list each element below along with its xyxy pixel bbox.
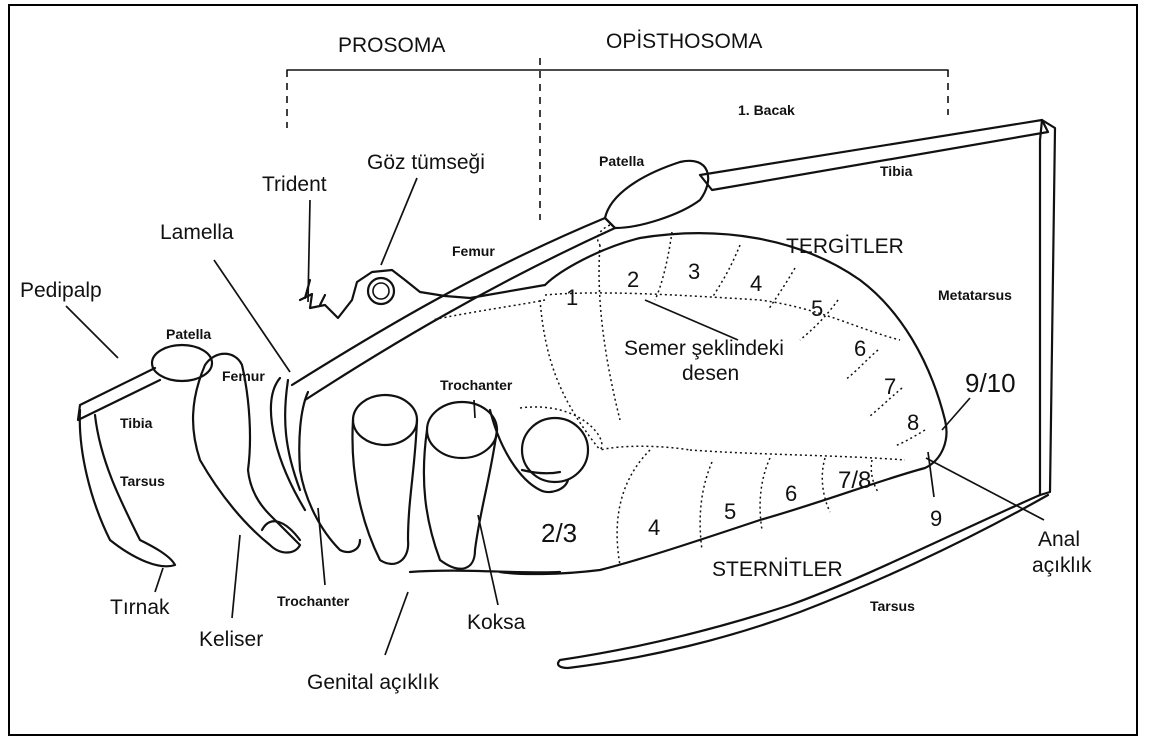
sternite-number: 7/8 — [838, 467, 871, 494]
sternite-baseline — [410, 571, 560, 573]
tergite-number: 6 — [854, 336, 866, 361]
pedipalp-label: Pedipalp — [20, 279, 102, 302]
sternites-title: STERNİTLER — [712, 558, 843, 581]
eye-tubercle — [368, 278, 394, 304]
tergite-number: 8 — [907, 410, 919, 435]
genital-opening-label: Genital açıklık — [307, 671, 439, 694]
leg-tarsus-label: Tarsus — [870, 598, 915, 614]
sternite-number: 2/3 — [541, 518, 577, 548]
leg-metatarsus-label: Metatarsus — [938, 287, 1012, 303]
sternite-number: 9 — [930, 506, 942, 531]
tergite-number: 1 — [566, 285, 578, 310]
sternite-number: 4 — [648, 515, 660, 540]
sternite-number: 6 — [785, 481, 797, 506]
saddle-pattern-label-1: Semer şeklindeki — [624, 337, 784, 360]
sternite-number: 5 — [724, 499, 736, 524]
anal-opening-label-2: açıklık — [1032, 554, 1092, 577]
pedipalp-trochanter-label: Trochanter — [277, 593, 350, 609]
keliser-label: Keliser — [199, 628, 263, 651]
pedipalp-tibia-label: Tibia — [120, 415, 153, 431]
tergite-number: 3 — [688, 259, 700, 284]
prosoma-outline — [300, 270, 545, 318]
first-leg-label: 1. Bacak — [738, 102, 795, 118]
pedipalp-patella-label: Patella — [166, 326, 211, 342]
lamella-label: Lamella — [160, 221, 234, 244]
trochanter-label: Trochanter — [440, 377, 513, 393]
tergite-number: 4 — [750, 271, 762, 296]
leg-femur-label: Femur — [452, 243, 495, 259]
pedipalp-tarsus-label: Tarsus — [120, 473, 165, 489]
trident-label: Trident — [262, 173, 327, 196]
leg-patella-label: Patella — [599, 153, 644, 169]
tergite-number: 9/10 — [965, 368, 1016, 398]
tergite-number: 5 — [811, 296, 823, 321]
anal-opening-label-1: Anal — [1038, 528, 1080, 551]
tergite-number: 7 — [884, 374, 896, 399]
pedipalp — [78, 345, 300, 566]
prosoma-label: PROSOMA — [338, 34, 445, 57]
tergite-number: 2 — [627, 267, 639, 292]
pedipalp-femur-label: Femur — [222, 368, 265, 384]
koksa-label: Koksa — [467, 611, 526, 634]
leg-tibia-label: Tibia — [880, 163, 913, 179]
tergites-title: TERGİTLER — [786, 235, 904, 258]
tirnak-label: Tırnak — [110, 596, 170, 619]
opisthosoma-label: OPİSTHOSOMA — [606, 30, 762, 53]
saddle-pattern-label-2: desen — [682, 362, 739, 385]
eye-tubercle-label: Göz tümseği — [367, 151, 485, 174]
